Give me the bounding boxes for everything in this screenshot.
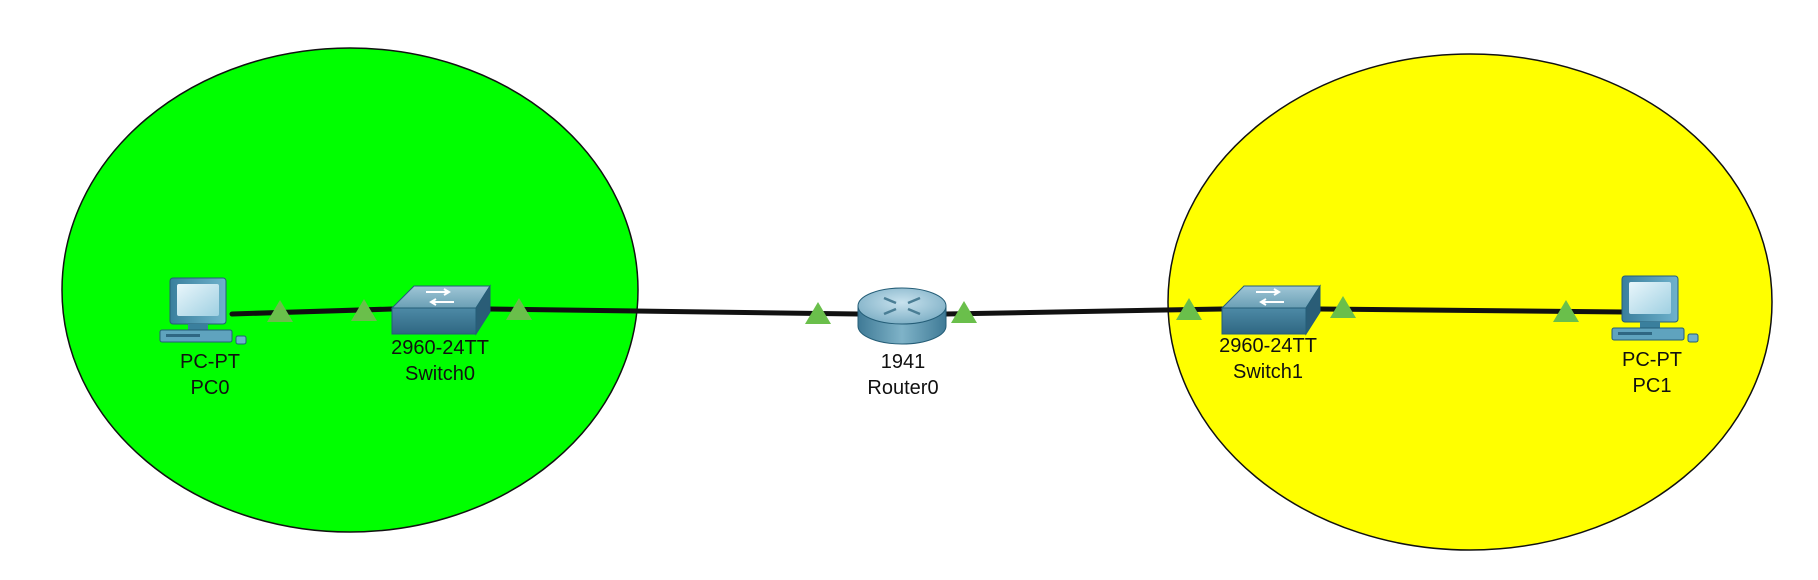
- link-indicator-triangle: [1553, 300, 1579, 322]
- link-switch1-pc1[interactable]: [1317, 306, 1627, 315]
- zone-right-ellipse[interactable]: [1167, 53, 1773, 551]
- pc1-name-label: PC1: [1633, 375, 1672, 397]
- switch1-model-label: 2960-24TT: [1219, 335, 1317, 357]
- link-indicator-triangle: [1176, 298, 1202, 320]
- switch0-name-label: Switch0: [405, 363, 475, 385]
- device-switch0[interactable]: 2960-24TT Switch0: [390, 284, 491, 385]
- link-indicator-triangle: [267, 300, 293, 322]
- desktop-pc-icon: [159, 277, 247, 345]
- link-indicator-triangle: [805, 302, 831, 324]
- switch1-name-label: Switch1: [1233, 361, 1303, 383]
- link-switch0-router0[interactable]: [487, 306, 861, 317]
- device-pc0[interactable]: PC-PT PC0: [159, 277, 247, 399]
- link-indicator-triangle: [506, 298, 532, 320]
- device-router0[interactable]: 1941 Router0: [857, 287, 947, 399]
- link-indicator-triangle: [351, 299, 377, 321]
- links: [229, 306, 1627, 317]
- pc1-model-label: PC-PT: [1622, 349, 1682, 371]
- pc0-name-label: PC0: [191, 377, 230, 399]
- pc0-model-label: PC-PT: [180, 351, 240, 373]
- desktop-pc-icon: [1611, 275, 1699, 343]
- router0-model-label: 1941: [881, 351, 926, 373]
- switch-icon: [1220, 284, 1321, 336]
- device-pc1[interactable]: PC-PT PC1: [1611, 275, 1699, 397]
- device-switch1[interactable]: 2960-24TT Switch1: [1219, 284, 1321, 383]
- link-indicator-triangle: [1330, 296, 1356, 318]
- zone-left-ellipse[interactable]: [61, 47, 639, 533]
- link-indicator-triangle: [951, 301, 977, 323]
- link-indicators: [267, 296, 1579, 324]
- router-icon: [857, 287, 947, 345]
- link-router0-switch1[interactable]: [943, 306, 1225, 317]
- switch0-model-label: 2960-24TT: [391, 337, 489, 359]
- switch-icon: [390, 284, 491, 336]
- router0-name-label: Router0: [867, 377, 938, 399]
